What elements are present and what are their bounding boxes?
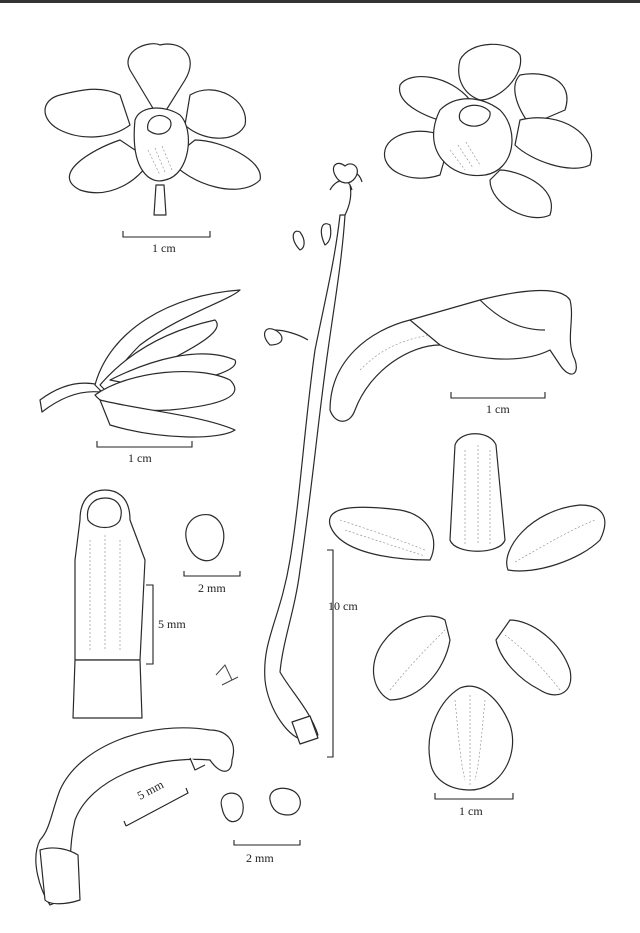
scale-label: 1 cm — [486, 402, 510, 416]
flower-side-view — [39, 289, 241, 438]
scale-label: 5 mm — [135, 777, 167, 803]
lateral-petal-right — [506, 504, 606, 572]
pollinia — [220, 787, 301, 823]
lateral-sepal-left — [372, 615, 451, 701]
lateral-petal-left — [329, 506, 435, 561]
scale-bar-pollinia: 2 mm — [233, 840, 301, 865]
scale-label: 5 mm — [158, 617, 186, 631]
plant-habit — [215, 162, 363, 745]
scale-label: 1 cm — [459, 804, 483, 818]
dorsal-sepal — [449, 433, 506, 552]
flower-front-view — [44, 43, 261, 216]
scale-bar-column-front: 5 mm — [146, 584, 186, 665]
top-border — [0, 0, 640, 3]
scale-label: 10 cm — [328, 599, 358, 613]
scale-bar-front-flower: 1 cm — [122, 231, 211, 255]
perianth-dissection — [329, 433, 606, 791]
lateral-sepal-right — [495, 619, 572, 696]
labellum — [428, 685, 514, 791]
scale-bar-column-lateral: 5 mm — [123, 777, 189, 827]
anther-cap — [185, 514, 225, 562]
scale-bar-perianth: 1 cm — [434, 793, 514, 818]
scale-label: 1 cm — [152, 241, 176, 255]
scale-label: 1 cm — [128, 451, 152, 465]
column-side-view — [329, 290, 577, 422]
flower-oblique-view — [383, 43, 593, 219]
scale-label: 2 mm — [246, 851, 274, 865]
scale-bar-anther-cap: 2 mm — [183, 571, 241, 595]
column-lateral-view — [35, 727, 234, 906]
scale-bar-column-side: 1 cm — [450, 392, 546, 416]
artist-signature — [215, 664, 239, 686]
column-front-view — [72, 489, 146, 719]
scale-bar-side-flower: 1 cm — [96, 441, 193, 465]
scale-bar-habit: 10 cm — [327, 549, 358, 758]
scale-label: 2 mm — [198, 581, 226, 595]
